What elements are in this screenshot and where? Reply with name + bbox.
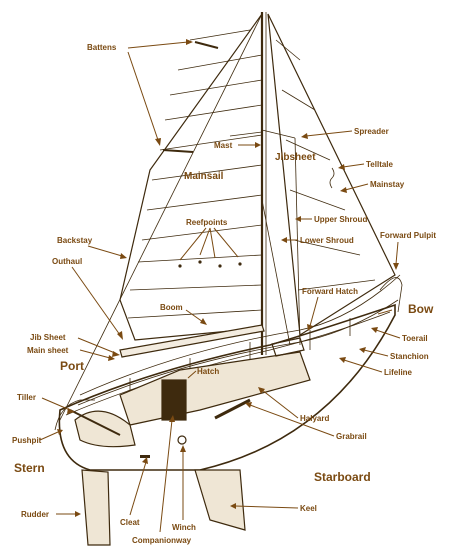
label-upper-shroud: Upper Shroud xyxy=(314,215,367,224)
backstay-drawing xyxy=(59,13,263,421)
labels: Battens Spreader Mast Jibsheet Telltale … xyxy=(12,43,436,545)
label-keel: Keel xyxy=(300,504,317,513)
label-rudder: Rudder xyxy=(21,510,49,519)
label-lifeline: Lifeline xyxy=(384,368,413,377)
label-jibsheet-upper: Jibsheet xyxy=(275,152,316,163)
label-reefpoints: Reefpoints xyxy=(186,218,228,227)
label-forward-pulpit: Forward Pulpit xyxy=(380,231,436,240)
label-grabrail: Grabrail xyxy=(336,432,367,441)
label-cleat: Cleat xyxy=(120,518,140,527)
mainsail-drawing xyxy=(119,12,263,341)
label-mainsail: Mainsail xyxy=(184,171,224,182)
label-backstay: Backstay xyxy=(57,236,93,245)
label-stanchion: Stanchion xyxy=(390,352,429,361)
label-pushpit: Pushpit xyxy=(12,436,42,445)
label-starboard: Starboard xyxy=(314,470,371,484)
label-telltale: Telltale xyxy=(366,160,394,169)
label-boom: Boom xyxy=(160,303,183,312)
hull-drawing xyxy=(58,303,396,471)
label-jib-sheet: Jib Sheet xyxy=(30,333,66,342)
leader-lines xyxy=(39,39,401,533)
label-tiller: Tiller xyxy=(17,393,36,402)
label-winch: Winch xyxy=(172,523,196,532)
label-main-sheet: Main sheet xyxy=(27,346,69,355)
label-mast: Mast xyxy=(214,141,233,150)
label-stern: Stern xyxy=(14,461,45,475)
label-companionway: Companionway xyxy=(132,536,192,545)
label-forward-hatch: Forward Hatch xyxy=(302,287,358,296)
label-outhaul: Outhaul xyxy=(52,257,82,266)
label-bow: Bow xyxy=(408,302,434,316)
keel-drawing xyxy=(194,469,246,531)
label-mainstay: Mainstay xyxy=(370,180,405,189)
label-port: Port xyxy=(60,359,84,373)
label-spreader: Spreader xyxy=(354,127,389,136)
rudder-drawing xyxy=(81,469,111,546)
jib-drawing xyxy=(267,13,396,337)
boom-drawing xyxy=(119,324,265,358)
label-hatch: Hatch xyxy=(197,367,219,376)
label-halyard: Halyard xyxy=(300,414,329,423)
boat-illustration xyxy=(54,12,403,546)
label-toerail: Toerail xyxy=(402,334,428,343)
label-lower-shroud: Lower Shroud xyxy=(300,236,354,245)
label-battens: Battens xyxy=(87,43,117,52)
